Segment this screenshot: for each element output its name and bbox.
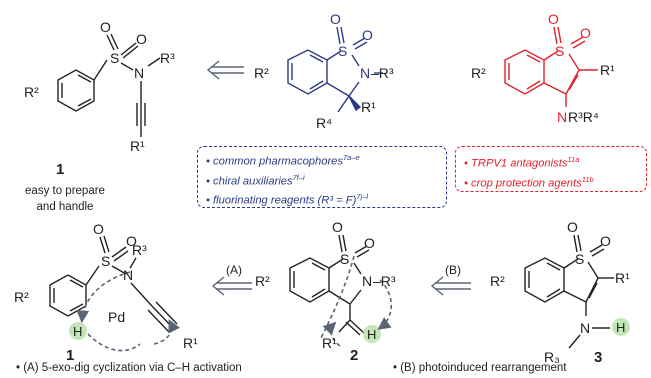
caption-route-a: • (A) 5-exo-dig cyclization via C–H acti…: [16, 362, 242, 374]
m1b-r2: R²: [14, 289, 29, 305]
red-box-ref-1: 11a: [567, 155, 580, 164]
bs-o1: O: [330, 11, 341, 27]
m1-o2: O: [136, 31, 147, 47]
h-highlight-3: [612, 318, 630, 336]
molecule-1-top: [57, 33, 161, 137]
molecule-3: [524, 234, 614, 349]
blue-box-text-1: common pharmacophores: [213, 155, 343, 168]
m1b-pd: Pd: [108, 309, 125, 325]
bs-o2: O: [362, 27, 373, 43]
arrow-b-label: (B): [445, 263, 461, 277]
applications-box-blue: • common pharmacophores7a–e • chiral aux…: [197, 146, 447, 208]
m1-s: S: [110, 50, 119, 66]
m3-h: H: [616, 320, 625, 335]
m3-n: N: [580, 320, 590, 336]
bt-r3r4: R³R⁴: [568, 109, 599, 125]
m1-caption-2: and handle: [37, 201, 94, 213]
bs-r4: R⁴: [316, 115, 332, 131]
molecule-benzothiophene: [504, 26, 598, 107]
blue-box-ref-2: 7f–i: [292, 172, 305, 182]
m1b-o1: O: [93, 221, 104, 237]
arrow-a-label: (A): [226, 263, 242, 277]
m1-o1: O: [100, 19, 111, 35]
m2-r1: R¹: [322, 335, 337, 351]
m2-o1: O: [332, 219, 343, 235]
molecule-1-bottom: [49, 235, 178, 333]
m1b-number: 1: [66, 347, 74, 364]
bt-o2: O: [580, 25, 591, 41]
bs-r1: R¹: [361, 99, 376, 115]
bt-s: S: [555, 43, 564, 59]
retro-arrow-b: [430, 276, 471, 296]
blue-box-ref-1: 7a–e: [343, 153, 360, 162]
m3-o1: O: [567, 219, 578, 235]
m1b-n: N: [123, 267, 133, 283]
m1b-r1: R¹: [183, 335, 198, 351]
m1-r2: R²: [24, 84, 39, 100]
m2-r3: –R³: [373, 273, 396, 289]
m1-r3: R³: [160, 50, 175, 66]
retro-arrow-a: [211, 276, 252, 296]
retro-arrow-top: [206, 60, 244, 80]
bs-r3: –R³: [371, 65, 394, 81]
bs-s: S: [338, 43, 347, 59]
blue-box-item-3: • fluorinating reagents (R³ = F)7j–l: [206, 192, 369, 208]
red-box-item-2: • crop protection agents11b: [464, 174, 594, 190]
m3-r1: R¹: [615, 270, 630, 286]
bt-r2: R²: [471, 65, 486, 81]
m2-o2: O: [364, 235, 375, 251]
m2-number: 2: [350, 347, 358, 364]
red-box-text-1: TRPV1 antagonists: [471, 157, 568, 170]
blue-box-text-2: chiral auxiliaries: [213, 175, 293, 188]
m2-h: H: [367, 327, 376, 342]
m3-r3: R₃: [544, 349, 560, 365]
m3-s: S: [575, 251, 584, 267]
blue-box-item-2: • chiral auxiliaries7f–i: [206, 172, 305, 188]
h-highlight-1: [69, 322, 87, 340]
m3-number: 3: [594, 349, 602, 366]
m2-n: N: [362, 273, 372, 289]
blue-box-ref-3: 7j–l: [356, 192, 369, 202]
m1b-o2: O: [126, 233, 137, 249]
blue-box-text-3: fluorinating reagents (R³ = F): [213, 195, 357, 208]
m1-caption-1: easy to prepare: [25, 185, 105, 197]
applications-box-red: • TRPV1 antagonists11a • crop protection…: [455, 146, 647, 192]
rearrangement-arcs: [319, 255, 393, 347]
pd-coordination-arcs: [76, 271, 181, 352]
molecule-benzosultam: [287, 26, 383, 113]
blue-box-item-1: • common pharmacophores7a–e: [206, 153, 360, 168]
bs-n: N: [360, 65, 370, 81]
m1-r1: R¹: [130, 138, 145, 154]
m1b-h: H: [73, 324, 82, 339]
caption-route-b: • (B) photoinduced rearrangement: [393, 362, 567, 374]
bt-o1: O: [548, 11, 559, 27]
bt-r1: R¹: [600, 62, 615, 78]
h-highlight-2: [363, 325, 381, 343]
m3-r2: R²: [490, 273, 505, 289]
bs-r2: R²: [254, 65, 269, 81]
molecule-2: [289, 234, 370, 336]
m1b-s: S: [101, 253, 110, 269]
m1b-r3: R³: [132, 242, 147, 258]
red-box-ref-2: 11b: [581, 174, 594, 184]
m1-n: N: [134, 65, 144, 81]
m3-o2: O: [600, 233, 611, 249]
m2-s: S: [340, 251, 349, 267]
m2-r2: R²: [255, 273, 270, 289]
red-box-item-1: • TRPV1 antagonists11a: [464, 155, 580, 170]
bt-n: N: [557, 109, 567, 125]
m1-number: 1: [56, 161, 64, 178]
red-box-text-2: crop protection agents: [471, 177, 582, 190]
